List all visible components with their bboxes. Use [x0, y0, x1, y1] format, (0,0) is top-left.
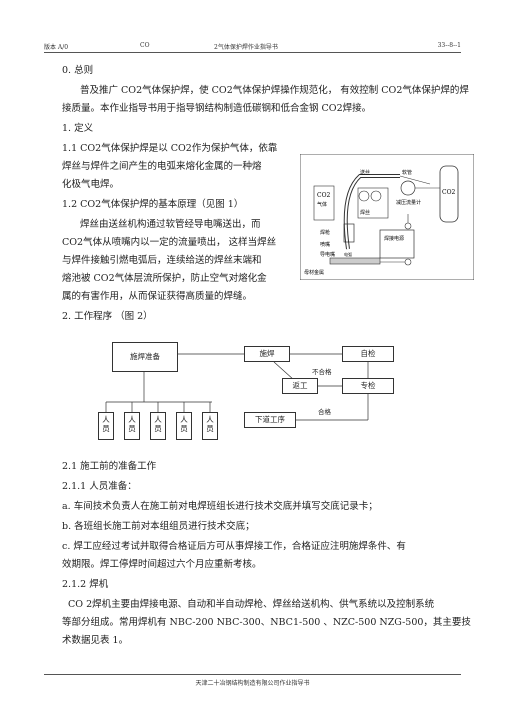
flow-person-box: 人员 [150, 412, 166, 440]
text-line: 等部分组成。常用焊机有 NBC-200 NBC-300、NBC1-500 、NZ… [62, 617, 471, 628]
page-footer: 天津二十冶钢结构制造有限公司作业指导书 [44, 674, 461, 687]
text-line: 普及推广 CO2气体保护焊，使 CO2气体保护焊操作规范化， 有效控制 CO2气… [80, 85, 469, 96]
figure-2-flowchart: 施焊准备 施焊 自检 不合格 返工 专检 合格 下道工序 人员人员人员人员人员 [84, 340, 414, 448]
flow-rework-box: 返工 [282, 378, 318, 394]
text-line: 接质量。本作业指导书用于指导钢结构制造低碳钢和低合金钢 CO2焊接。 [62, 103, 372, 114]
flow-person-box: 人员 [98, 412, 114, 440]
page-header: 版本 A/0 CO 2气体保护焊作业指导书 33--8--1 [44, 40, 461, 53]
fig1-gun: 焊枪 [320, 229, 330, 236]
text-line: 焊丝由送丝机构通过软管经导电嘴送出，而 [80, 219, 261, 230]
text-line: 2.1 施工前的准备工作 [62, 461, 157, 472]
header-title: 2气体保护焊作业指导书 [214, 44, 278, 51]
text-line: 熔池被 CO2气体层流所保护，防止空气对熔化金 [62, 273, 267, 284]
text-line: 效期限。焊工停焊时间超过六个月应重新考核。 [62, 559, 262, 570]
text-line: 属的有害作用，从而保证获得高质量的焊缝。 [62, 291, 253, 302]
text-line: 与焊件接触引燃电弧后，连续给送的焊丝末端和 [62, 255, 262, 266]
figure-1-diagram: CO2 气体 送丝 焊丝 软管 减压流量计 CO2 焊接电源 焊枪 喷嘴 导电嘴… [300, 154, 474, 280]
fig1-workpiece: 母材金属 [304, 269, 324, 276]
fig1-tip: 导电嘴 [320, 251, 335, 258]
text-line: c. 焊工应经过考试并取得合格证后方可从事焊接工作，合格证应注明施焊条件、有 [62, 541, 406, 552]
text-line: 1.2 CO2气体保护焊的基本原理（见图 1） [62, 199, 244, 210]
fig1-feed: 送丝 [360, 169, 370, 176]
fig1-arc: 电弧 [344, 251, 352, 257]
flow-special-check-box: 专检 [342, 378, 394, 394]
text-line: 焊丝与焊件之间产生的电弧来熔化金属的一种熔 [62, 161, 262, 172]
text-line: 1.1 CO2气体保护焊是以 CO2作为保护气体，依靠 [62, 143, 278, 154]
text-line: 化极气电焊。 [62, 179, 120, 190]
text-line: CO 2焊机主要由焊接电源、自动和半自动焊枪、焊丝给送机构、供气系统以及控制系统 [68, 599, 435, 610]
text-line: 0. 总则 [62, 65, 94, 76]
fig1-cylinder: CO2 [442, 189, 456, 196]
flow-person-box: 人员 [202, 412, 218, 440]
text-line: a. 车间技术负责人在施工前对电焊班组长进行技术交底并填写交底记录卡； [62, 501, 378, 512]
fig1-nozzle: 喷嘴 [320, 241, 330, 248]
flow-prep-box: 施焊准备 [112, 342, 178, 372]
flow-person-box: 人员 [124, 412, 140, 440]
fig1-power: 焊接电源 [384, 235, 404, 242]
flow-fail-label: 不合格 [312, 368, 332, 376]
flow-connectors [105, 353, 369, 421]
text-line: 2.1.1 人员准备： [62, 481, 137, 492]
fig1-rollers: 焊丝 [360, 209, 370, 216]
flow-self-check-box: 自检 [342, 346, 394, 362]
fig1-co2-left: CO2 [317, 192, 331, 199]
header-page: 33--8--1 [437, 42, 461, 49]
header-code: CO [140, 42, 150, 49]
text-line: 2. 工作程序 （图 2） [62, 311, 153, 322]
fig1-reducer: 减压流量计 [396, 199, 421, 206]
flow-person-box: 人员 [176, 412, 192, 440]
text-line: 术数据见表 1。 [62, 635, 129, 646]
fig1-gas-label: 气体 [317, 201, 327, 208]
text-line: CO2气体从喷嘴内以一定的流量喷出， 这样当焊丝 [62, 237, 277, 248]
text-line: b. 各班组长施工前对本组组员进行技术交底； [62, 521, 255, 532]
header-version: 版本 A/0 [44, 44, 69, 51]
flow-next-box: 下道工序 [244, 412, 296, 428]
flow-weld-box: 施焊 [244, 346, 290, 362]
text-line: 1. 定义 [62, 123, 94, 134]
text-line: 2.1.2 焊机 [62, 579, 109, 590]
fig1-hose: 软管 [402, 169, 412, 176]
flow-pass-label: 合格 [318, 408, 331, 416]
